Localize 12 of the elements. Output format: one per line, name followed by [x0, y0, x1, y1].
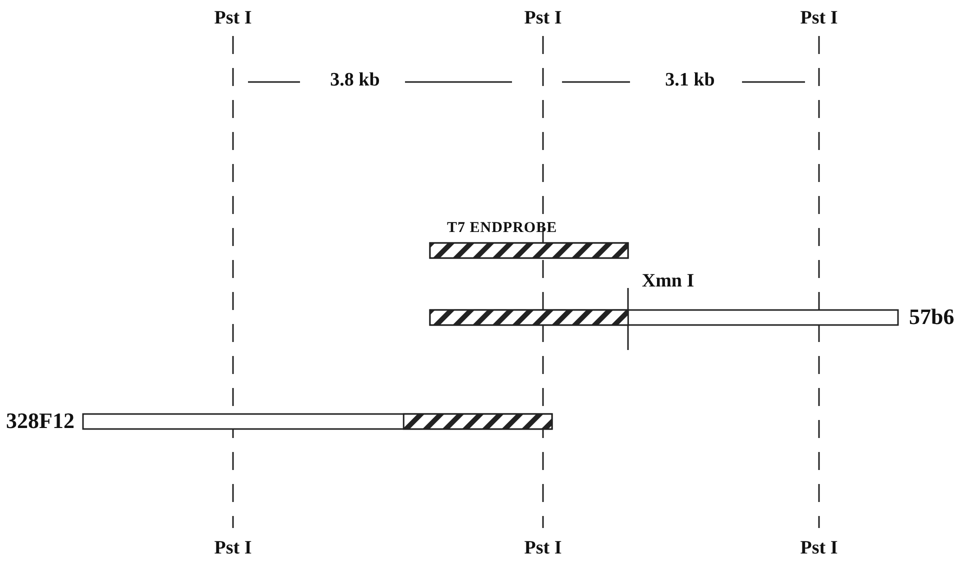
site-label: Pst I [524, 538, 562, 558]
site-label: Pst I [800, 8, 838, 28]
site-label: Pst I [800, 538, 838, 558]
dimension-label: 3.8 kb [330, 70, 380, 90]
site-label: Pst I [214, 538, 252, 558]
clone-label: 328F12 [6, 410, 74, 432]
clone-label: 57b6 [909, 306, 954, 328]
site-label: Xmn I [642, 272, 694, 290]
clone-label: T7 ENDPROBE [446, 221, 558, 236]
dimension-label: 3.1 kb [665, 70, 715, 90]
site-label: Pst I [524, 8, 562, 28]
site-label: Pst I [214, 8, 252, 28]
